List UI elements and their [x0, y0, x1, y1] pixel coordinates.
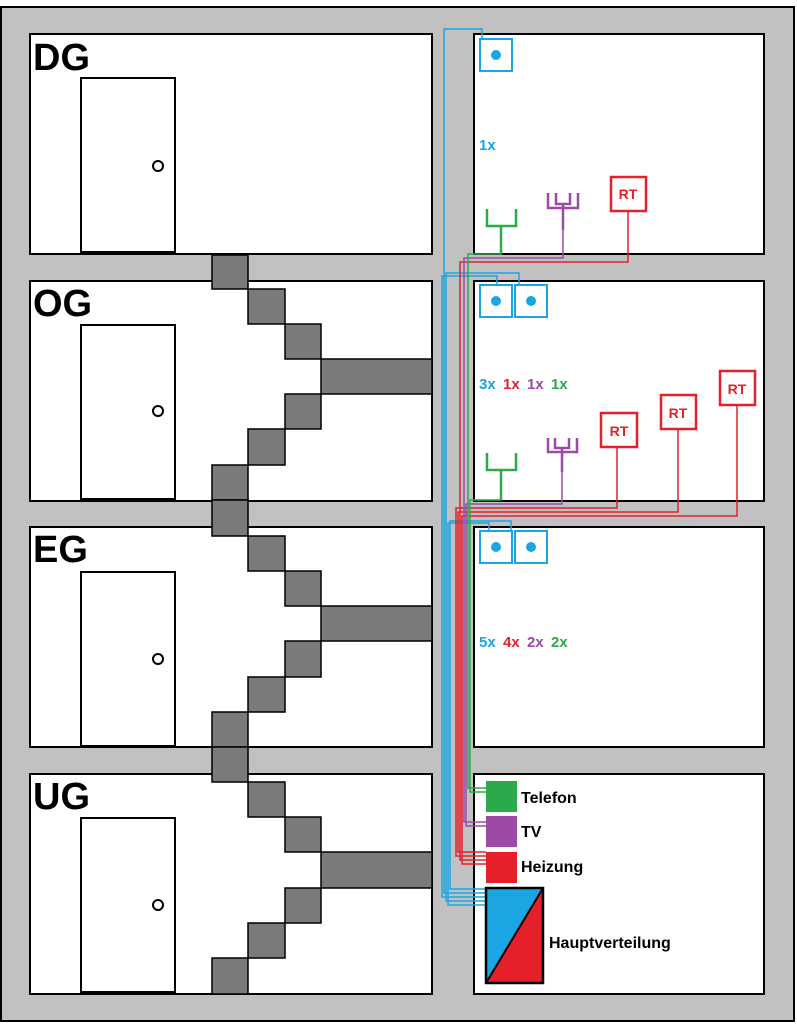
- legend-tv-label: TV: [521, 824, 542, 841]
- count-data-dg: 1x: [479, 137, 496, 154]
- legend-heating-label: Heizung: [521, 859, 583, 876]
- floor-label-ug: UG: [33, 776, 90, 818]
- floor-label-og: OG: [33, 283, 92, 325]
- phone-socket-icon: [485, 453, 518, 500]
- thermostat-icon: RT: [659, 393, 698, 431]
- thermostat-icon: RT: [718, 369, 757, 407]
- data-cables: [441, 28, 520, 906]
- tv-antenna-socket-icon: [546, 438, 579, 472]
- heating-cables: [455, 211, 738, 865]
- phone-socket-icon: [485, 209, 518, 254]
- count-tv-og: 1x: [527, 376, 544, 393]
- count-heating-eg: 4x: [503, 634, 520, 651]
- room-dg-right: [473, 33, 765, 255]
- tv-legend-swatch: [486, 816, 517, 847]
- floor-label-eg: EG: [33, 529, 88, 571]
- svg-text:RT: RT: [610, 423, 629, 439]
- thermostat-icon: RT: [599, 411, 639, 449]
- door-icon: [80, 571, 176, 747]
- legend-phone-label: Telefon: [521, 790, 577, 807]
- thermostat-icon: RT: [609, 175, 648, 213]
- count-data-og: 3x: [479, 376, 496, 393]
- network-socket-icon: [514, 530, 548, 564]
- network-socket-icon: [479, 284, 513, 318]
- count-tv-eg: 2x: [527, 634, 544, 651]
- main-distribution-box: [484, 886, 545, 985]
- network-socket-icon: [514, 284, 548, 318]
- legend-main-label: Hauptverteilung: [549, 935, 671, 952]
- svg-text:RT: RT: [619, 186, 638, 202]
- door-icon: [80, 817, 176, 993]
- tv-cables: [463, 230, 564, 827]
- door-icon: [80, 77, 176, 253]
- floor-counts-og: 3x 1x 1x 1x: [479, 376, 568, 393]
- svg-text:RT: RT: [669, 405, 688, 421]
- tv-antenna-socket-icon: [546, 193, 580, 230]
- heating-legend-swatch: [486, 852, 517, 883]
- count-phone-eg: 2x: [551, 634, 568, 651]
- svg-text:RT: RT: [728, 381, 747, 397]
- network-socket-icon: [479, 38, 513, 72]
- phone-legend-swatch: [486, 781, 517, 812]
- network-socket-icon: [479, 530, 513, 564]
- count-phone-og: 1x: [551, 376, 568, 393]
- count-heating-og: 1x: [503, 376, 520, 393]
- staircase: [211, 254, 433, 995]
- door-icon: [80, 324, 176, 500]
- floor-counts-eg: 5x 4x 2x 2x: [479, 634, 568, 651]
- count-data-eg: 5x: [479, 634, 496, 651]
- floor-label-dg: DG: [33, 37, 90, 79]
